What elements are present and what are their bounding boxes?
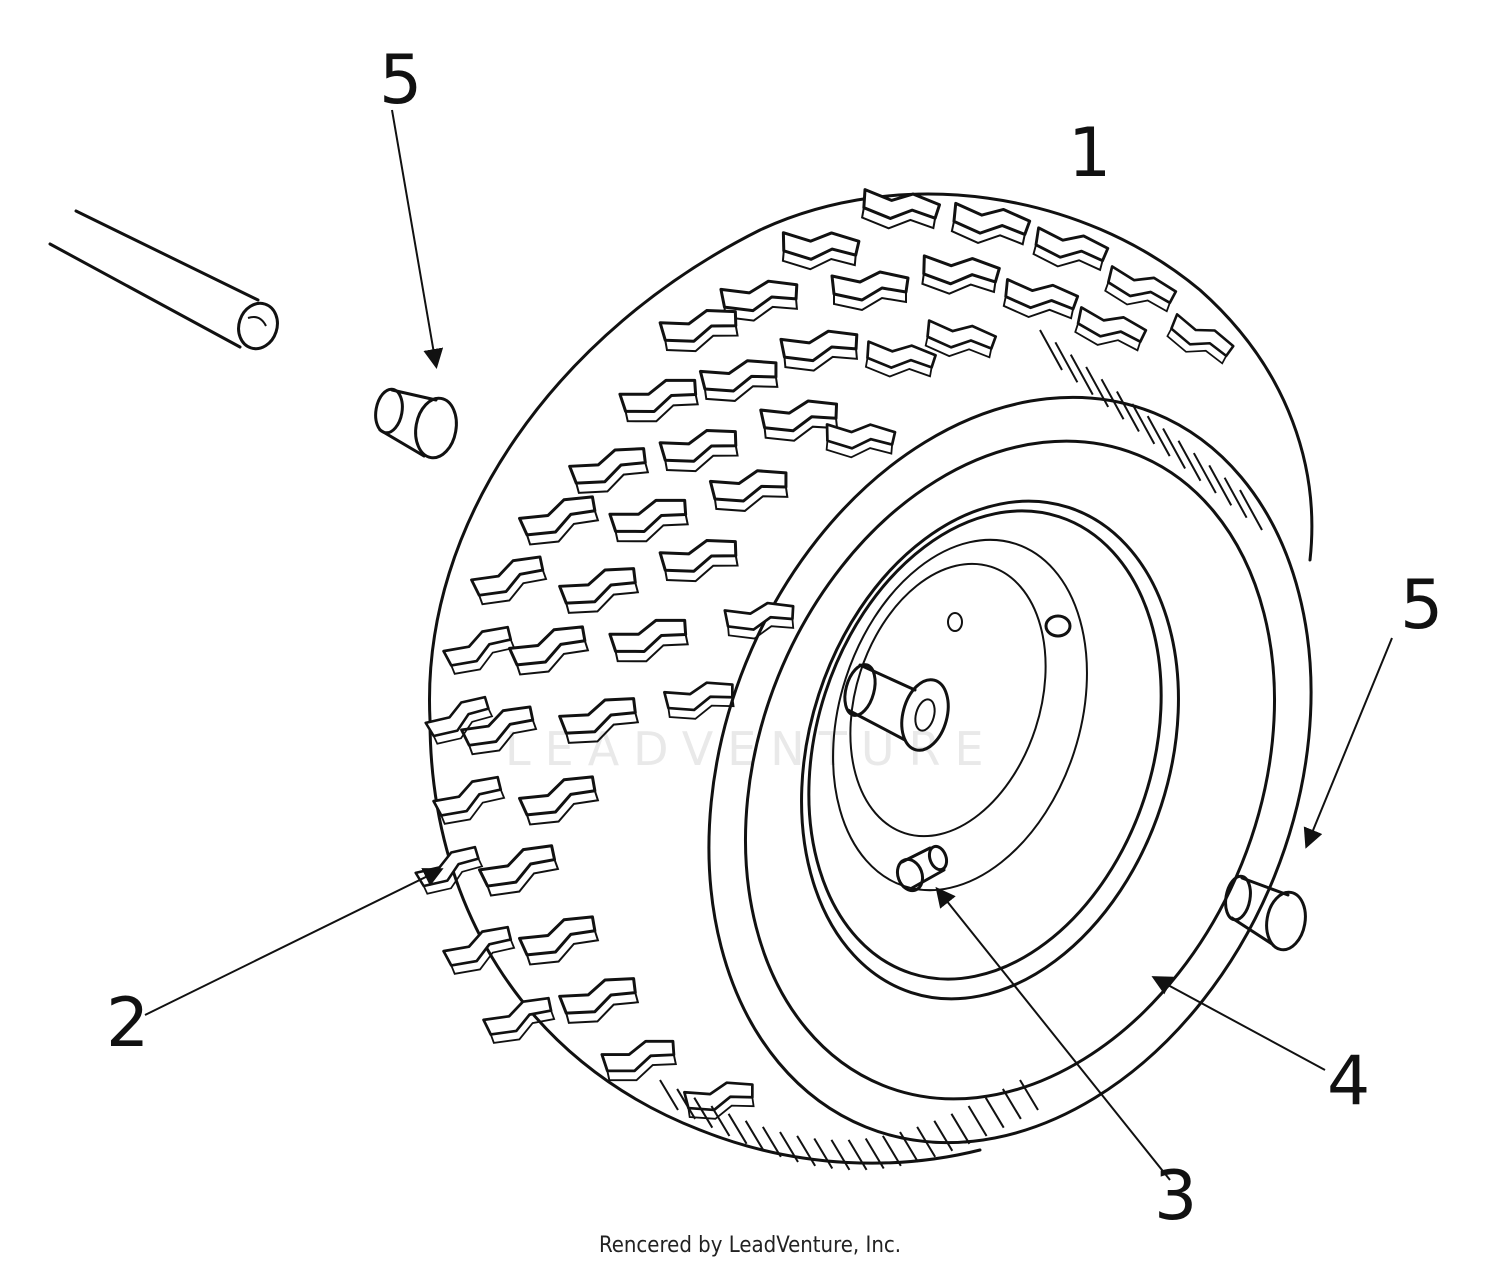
sidewall-hatch-line [1019,1079,1039,1111]
sidewall-hatch-line [1177,440,1202,482]
sidewall-hatch-line [899,1131,919,1163]
tread-lug [618,378,699,423]
sidewall-hatch-line [1239,489,1263,531]
sidewall-hatch-line [744,1120,765,1152]
sidewall-hatch-line [1223,477,1248,519]
tread-lug [830,270,910,312]
tread-lug [558,697,640,744]
tread-lug [950,201,1032,246]
tread-lug [658,309,739,353]
tread-lug [1166,313,1235,365]
tread-lug [825,423,897,459]
tread-lug [1002,278,1080,320]
sidewall-hatch-line [1131,403,1156,445]
sidewall-hatch-line [1146,415,1171,457]
tread-lug [600,1039,677,1082]
tread-lug [864,340,937,378]
leader-5-right [1303,637,1393,849]
sidewall-hatch-line [1085,366,1110,408]
bushing-top [374,387,458,460]
tread-lug [921,254,1001,295]
sidewall-hatch-line [796,1135,817,1167]
sidewall-hatch-line [950,1113,971,1145]
tread-lug [442,625,516,675]
callout-5-right: 5 [1400,566,1443,645]
leader-3 [935,886,1171,1181]
sidewall-hatch-line [659,1079,679,1111]
sidewall-hatch-line [1208,464,1233,506]
sidewall-hatch-line [710,1105,731,1137]
valve-stem [895,844,949,893]
leader-lines [144,109,1393,1181]
callout-1: 1 [1068,114,1111,193]
tread-lug [558,977,640,1024]
sidewall-hatch-line [1162,427,1186,469]
sidewall-hatch-line [1001,1088,1022,1120]
tread-lug [608,498,689,543]
sidewall-hatch-line [1100,378,1125,420]
sidewall-hatch-line [1039,329,1063,371]
sidewall-hatch-line [693,1097,714,1129]
sidewall-hatch-line [1116,391,1140,433]
sidewall-hatch-line [1069,354,1094,396]
tread-lug [518,495,600,546]
sidewall-hatch-line [779,1131,799,1163]
sidewall-hatch-line [830,1139,851,1171]
tread-lug [1032,226,1110,272]
tread-lug [432,775,506,825]
callout-3: 3 [1154,1157,1197,1236]
tread-lug [518,915,600,966]
leader-2 [144,868,444,1016]
tread-lug [658,539,739,583]
tread-lug [860,188,942,230]
tread-lug [414,845,484,895]
sidewall-hatch-line [676,1088,697,1120]
callout-2: 2 [106,984,149,1063]
tread-lug [723,601,795,640]
tread-lug [781,231,861,271]
tread-lug [424,695,494,745]
callout-5-top: 5 [379,41,422,120]
sidewall-hatch-line [813,1137,834,1170]
tread-lug [698,359,779,402]
sidewall-hatch-line [881,1135,902,1167]
leader-4 [1151,976,1326,1071]
tread-lug [470,555,548,606]
tread-lug [608,618,689,663]
tread-lug [558,567,640,614]
sidewall-hatch-line [761,1126,782,1158]
tread-lug [482,996,556,1044]
tread-lug [442,925,516,975]
bushing-right [1224,874,1307,952]
sidewall-hatch-line [864,1137,885,1170]
leader-5-top [391,109,444,369]
sidewall-hatch-line [984,1097,1005,1129]
tread-lug [708,469,789,512]
sidewall-hatch-line [847,1139,868,1171]
tread-lug [663,681,735,720]
tread-lug [1104,265,1178,313]
tread-lug [683,1081,755,1120]
tread-lug [508,625,590,676]
rim-holes [947,612,1072,638]
sidewall-hatch-line [1054,341,1079,383]
tread-lug [518,775,600,826]
tread-lug [924,319,998,359]
callout-4: 4 [1327,1042,1370,1121]
render-credit: Rencered by LeadVenture, Inc. [599,1233,901,1258]
tread-lug [478,844,560,897]
sidewall-hatch-line [1192,452,1217,494]
axle-rod [48,209,279,351]
sidewall-hatch-line [933,1120,954,1152]
tread-lug [779,329,859,372]
sidewall-hatch-line [727,1113,748,1145]
sidewall-hatch-line [967,1105,988,1137]
tread-lug [1074,306,1148,352]
wheel-hub [843,663,950,752]
tread-lug [460,705,538,756]
sidewall-hatch-line [916,1126,937,1158]
tread-lug [568,447,650,494]
tread-lug [658,429,739,473]
